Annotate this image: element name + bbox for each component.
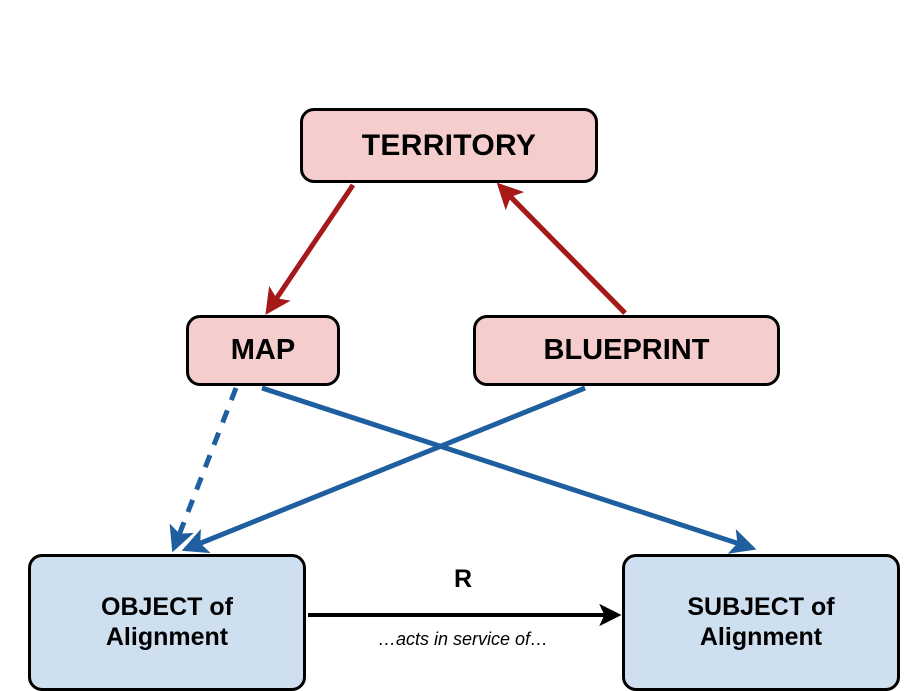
node-object-label-line1: OBJECT of <box>101 593 233 621</box>
node-territory[interactable]: TERRITORY <box>300 108 598 183</box>
node-subject-label: SUBJECT of Alignment <box>687 593 834 652</box>
node-object-of-alignment[interactable]: OBJECT of Alignment <box>28 554 306 691</box>
edge-blueprint-to-object <box>181 385 586 554</box>
node-map[interactable]: MAP <box>186 315 340 386</box>
node-object-label-line2: Alignment <box>105 622 229 651</box>
node-object-label: OBJECT of Alignment <box>101 593 233 652</box>
edge-blueprint-to-territory-head <box>496 182 627 315</box>
edge-map-to-subject <box>261 385 757 554</box>
node-subject-label-line2: Alignment <box>699 622 823 651</box>
edge-territory-to-map <box>265 183 356 315</box>
edge-map-to-object <box>169 387 239 553</box>
node-subject-of-alignment[interactable]: SUBJECT of Alignment <box>622 554 900 691</box>
node-map-label: MAP <box>230 334 296 367</box>
node-blueprint-label: BLUEPRINT <box>543 334 710 367</box>
relation-caption-label: …acts in service of… <box>377 629 549 649</box>
node-blueprint[interactable]: BLUEPRINT <box>473 315 780 386</box>
node-territory-label: TERRITORY <box>361 128 537 162</box>
node-subject-label-line1: SUBJECT of <box>687 593 835 621</box>
relation-symbol-label: R <box>453 565 473 593</box>
